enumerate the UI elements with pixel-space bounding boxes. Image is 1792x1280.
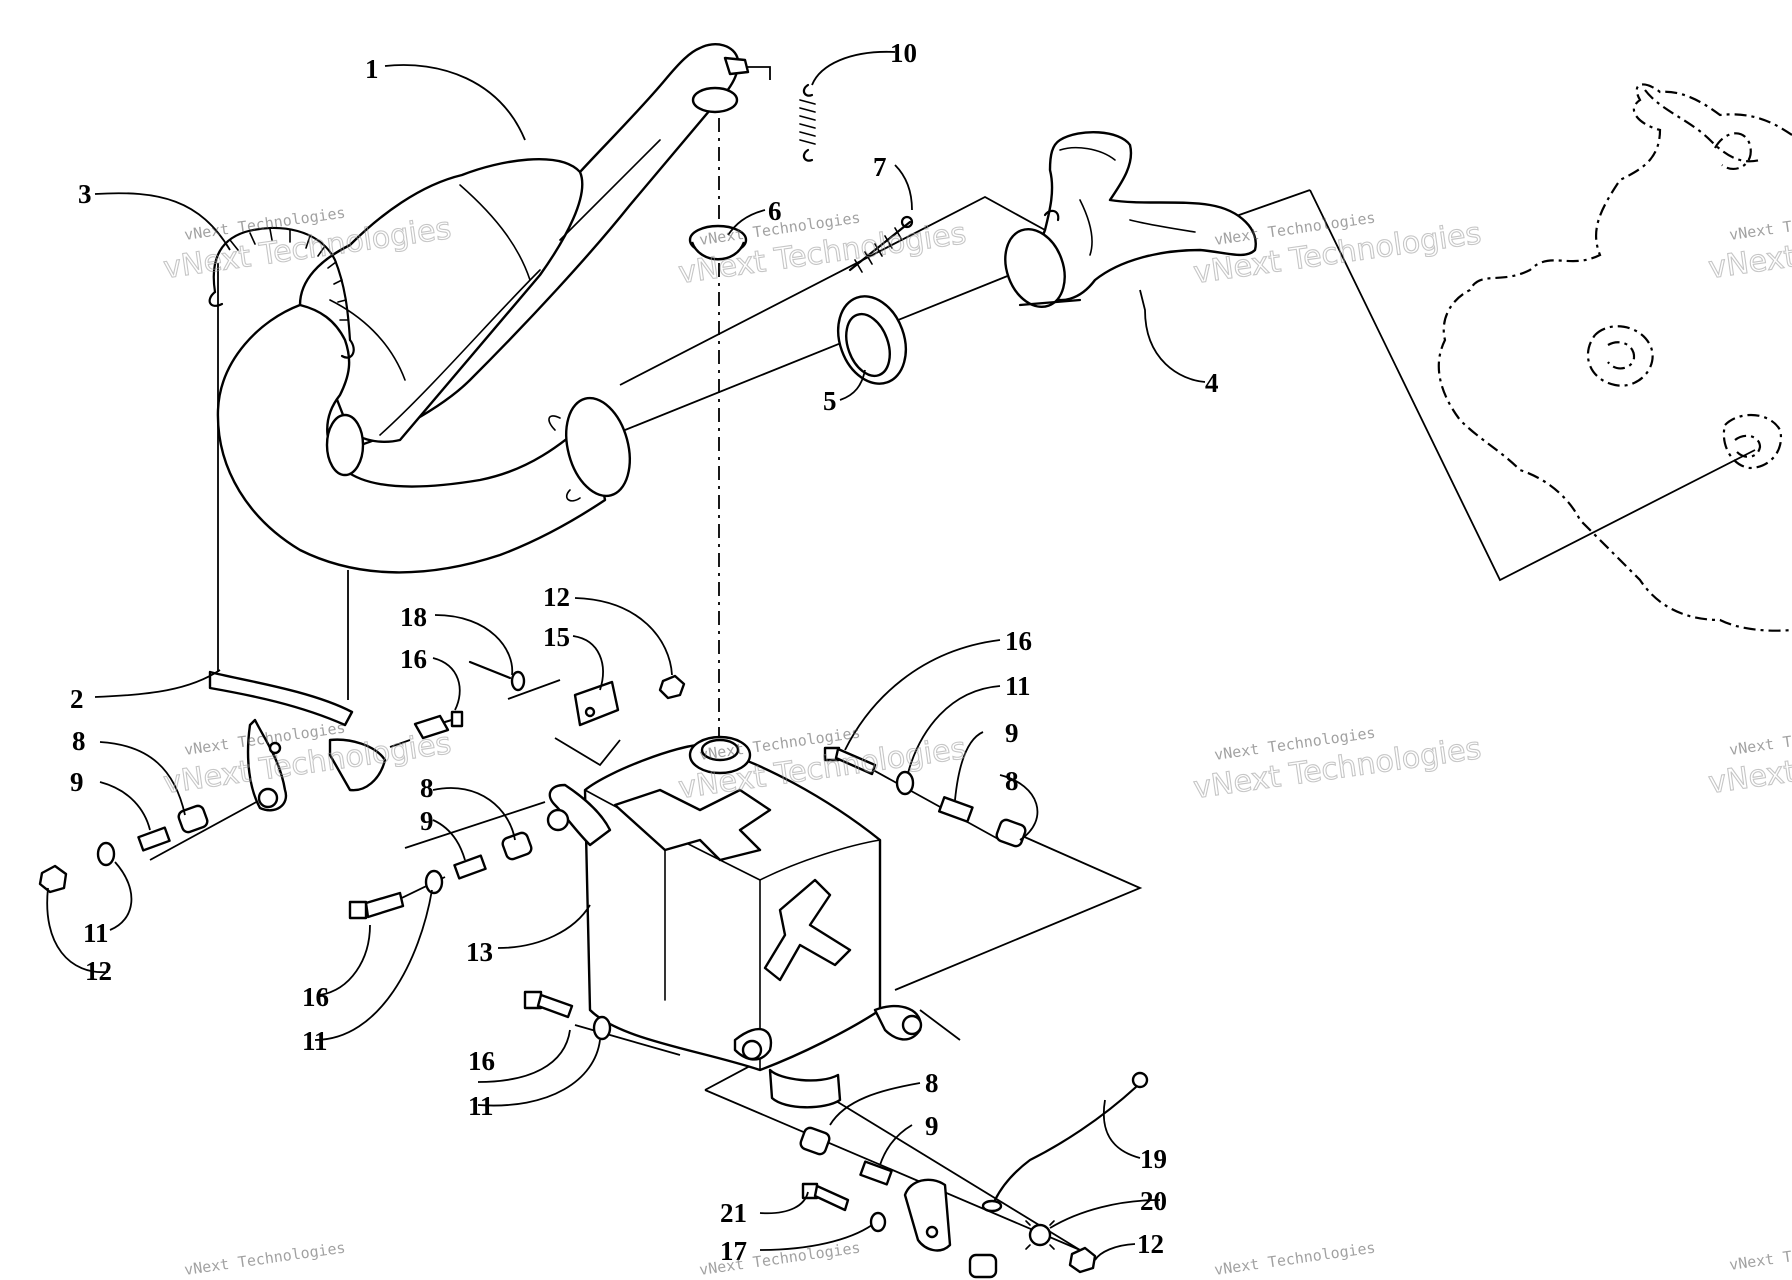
watermark-line1: vNext Technologies [1728,1234,1792,1274]
callout-labels: 1 2 3 4 5 6 7 8 8 8 8 9 9 9 9 10 11 11 1… [70,38,1219,1266]
washer-17 [869,1211,887,1233]
callout-2: 2 [70,684,84,714]
callout-20: 20 [1140,1186,1167,1216]
callout-9-c: 9 [1005,718,1019,748]
washer-11-c [592,1015,612,1041]
callout-13: 13 [466,937,493,967]
bracket-2 [208,670,387,812]
bolt-16-c [348,891,405,920]
callout-11-d: 11 [1005,671,1031,701]
nut-12-a [658,674,686,700]
watermark-line1: vNext Technologies [1213,1239,1376,1279]
bushing-8-c [995,818,1027,848]
callout-7: 7 [873,152,887,182]
callout-12-c: 12 [1137,1229,1164,1259]
bushing-8-a [177,804,209,834]
callout-11-a: 11 [83,918,109,948]
grommet-6 [688,224,748,261]
callout-8-b: 8 [420,773,434,803]
callout-8-a: 8 [72,726,86,756]
washer-11-d [895,770,915,796]
bolt-16-a [413,710,464,740]
spacer-9-d [859,1160,893,1186]
engine-phantom-outline [1437,83,1792,632]
spring-3 [208,226,355,359]
callout-9-b: 9 [420,806,434,836]
callout-6: 6 [768,196,782,226]
exhaust-manifold-4 [1004,131,1257,308]
expansion-chamber [216,43,750,574]
washer-11-b [424,869,444,895]
rivet-18 [468,660,526,692]
callout-5: 5 [823,386,837,416]
nut-12-c [1068,1246,1097,1274]
spring-7 [848,215,914,273]
watermark-line1: vNext Technologies [1728,204,1792,244]
callout-17: 17 [720,1236,747,1266]
watermark: vNext Technologies [1213,1239,1376,1279]
callout-4: 4 [1205,368,1219,398]
nut-12-b [38,864,68,894]
watermark: vNext Technologies vNext Technologies [1706,719,1792,802]
callout-12-a: 12 [543,582,570,612]
star-washer-20 [1025,1220,1055,1250]
callout-9-a: 9 [70,767,84,797]
watermark: vNext Technologies vNext Technologies [1191,209,1484,292]
callout-18: 18 [400,602,427,632]
callout-16-d: 16 [468,1046,495,1076]
spacer-9-b [453,854,487,880]
callout-11-c: 11 [468,1091,494,1121]
callout-19: 19 [1140,1144,1167,1174]
spring-10 [799,83,816,162]
watermark: vNext Technologies [1728,1234,1792,1274]
bolt-16-b [823,746,877,776]
callout-16-b: 16 [1005,626,1032,656]
watermark: vNext Technologies vNext Technologies [1706,204,1792,287]
washer-11-a [96,841,116,867]
callout-15: 15 [543,622,570,652]
callout-21: 21 [720,1198,747,1228]
callout-10: 10 [890,38,917,68]
watermark: vNext Technologies vNext Technologies [676,724,969,807]
callout-3: 3 [78,179,92,209]
silencer-13 [546,735,923,1109]
ground-wire-19 [981,1071,1149,1213]
watermark: vNext Technologies [183,1239,346,1279]
callout-leaders [46,50,1206,1261]
mount-plate [903,1178,952,1252]
bushing-8-b [501,831,533,861]
callout-9-d: 9 [925,1111,939,1141]
callout-16-c: 16 [302,982,329,1012]
bolt-16-d [523,990,574,1019]
bracket-15 [573,680,620,727]
spacer-9-c [937,796,974,823]
watermark-line1: vNext Technologies [183,1239,346,1279]
callout-8-d: 8 [925,1068,939,1098]
watermark: vNext Technologies vNext Technologies [676,209,969,292]
gasket-ring-5 [837,295,907,385]
watermark: vNext Technologies vNext Technologies [1191,724,1484,807]
callout-16-a: 16 [400,644,427,674]
bolt-21 [801,1182,850,1212]
spacer-9-a [137,826,171,852]
callout-11-b: 11 [302,1026,328,1056]
watermark-line1: vNext Technologies [1728,719,1792,759]
bushing-8-d [799,1126,831,1156]
callout-1: 1 [365,54,379,84]
callout-12-b: 12 [85,956,112,986]
callout-8-c: 8 [1005,766,1019,796]
watermark: vNext Technologies vNext Technologies [161,719,454,802]
rubber-bushing-14 [968,1253,998,1279]
